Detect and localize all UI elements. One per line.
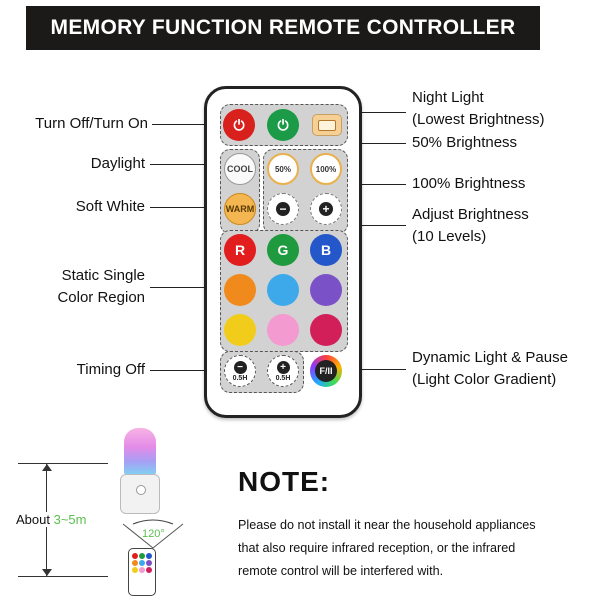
lamp-shade bbox=[124, 428, 156, 476]
leader-dynamic bbox=[346, 369, 406, 370]
warm-button[interactable]: WARM bbox=[224, 193, 256, 225]
label-adjust-line1: Adjust Brightness bbox=[412, 206, 529, 223]
label-static-line1: Static Single bbox=[61, 267, 145, 284]
angle-label: 120° bbox=[142, 528, 165, 540]
page-title: MEMORY FUNCTION REMOTE CONTROLLER bbox=[26, 6, 540, 50]
cool-button[interactable]: COOL bbox=[224, 153, 256, 185]
blue-button[interactable]: B bbox=[310, 234, 342, 266]
label-dynamic-line2: (Light Color Gradient) bbox=[412, 371, 557, 388]
label-static-line2: Color Region bbox=[57, 289, 145, 306]
brightness-up-button[interactable]: + bbox=[310, 193, 342, 225]
color-button-sky[interactable] bbox=[267, 274, 299, 306]
leader-daylight bbox=[150, 164, 222, 165]
label-timing-off: Timing Off bbox=[76, 361, 145, 378]
note-line-1: Please do not install it near the househ… bbox=[238, 518, 536, 532]
label-power: Turn Off/Turn On bbox=[35, 115, 148, 132]
remote-control: ⏻ ⏻ COOL WARM 50% 100% − + R G B − 0.5H … bbox=[204, 86, 362, 418]
distance-label: About 3~5m bbox=[15, 512, 88, 527]
lamp-sensor bbox=[136, 485, 146, 495]
night-light-icon bbox=[318, 119, 336, 131]
arrow-up-icon bbox=[42, 464, 52, 471]
brightness-down-button[interactable]: − bbox=[267, 193, 299, 225]
label-fifty: 50% Brightness bbox=[412, 134, 518, 151]
brightness-100-button[interactable]: 100% bbox=[310, 153, 342, 185]
brightness-50-button[interactable]: 50% bbox=[267, 153, 299, 185]
leader-night bbox=[348, 112, 406, 113]
mini-remote-icon bbox=[128, 548, 156, 596]
label-daylight: Daylight bbox=[90, 155, 145, 172]
plus-icon: + bbox=[319, 202, 333, 216]
power-on-icon: ⏻ bbox=[277, 116, 289, 133]
power-on-button[interactable]: ⏻ bbox=[267, 109, 299, 141]
timer-down-label: 0.5H bbox=[232, 374, 248, 382]
color-button-orange[interactable] bbox=[224, 274, 256, 306]
timer-down-button[interactable]: − 0.5H bbox=[224, 355, 256, 387]
leader-adjust bbox=[346, 225, 406, 226]
red-button[interactable]: R bbox=[224, 234, 256, 266]
distance-top-line bbox=[18, 463, 108, 464]
label-soft-white: Soft White bbox=[75, 198, 145, 215]
timer-up-label: 0.5H bbox=[275, 374, 291, 382]
night-light-button[interactable] bbox=[312, 114, 342, 136]
leader-power bbox=[152, 124, 222, 125]
distance-range: 3~5m bbox=[53, 512, 87, 527]
color-button-purple[interactable] bbox=[310, 274, 342, 306]
minus-icon: − bbox=[233, 360, 247, 374]
leader-timing bbox=[150, 370, 222, 371]
distance-prefix: About bbox=[16, 512, 54, 527]
color-button-magenta[interactable] bbox=[310, 314, 342, 346]
label-night-line2: (Lowest Brightness) bbox=[412, 111, 545, 128]
note-line-2: that also require infrared reception, or… bbox=[238, 541, 516, 555]
leader-soft-white bbox=[150, 207, 222, 208]
note-line-3: remote control will be interfered with. bbox=[238, 564, 444, 578]
note-text: Please do not install it near the househ… bbox=[238, 514, 588, 583]
timer-up-button[interactable]: + 0.5H bbox=[267, 355, 299, 387]
label-night-line1: Night Light bbox=[412, 89, 484, 106]
play-pause-icon: F/II bbox=[315, 360, 337, 382]
label-dynamic-line1: Dynamic Light & Pause bbox=[412, 349, 568, 366]
leader-hundred bbox=[346, 184, 406, 185]
color-button-yellow[interactable] bbox=[224, 314, 256, 346]
dynamic-button[interactable]: F/II bbox=[310, 355, 342, 387]
minus-icon: − bbox=[276, 202, 290, 216]
night-light-lamp bbox=[118, 428, 162, 514]
power-off-button[interactable]: ⏻ bbox=[223, 109, 255, 141]
arrow-down-icon bbox=[42, 569, 52, 576]
green-button[interactable]: G bbox=[267, 234, 299, 266]
lamp-base bbox=[120, 474, 160, 514]
color-button-pink[interactable] bbox=[267, 314, 299, 346]
plus-icon: + bbox=[276, 360, 290, 374]
distance-bottom-line bbox=[18, 576, 108, 577]
label-hundred: 100% Brightness bbox=[412, 175, 526, 192]
label-adjust-line2: (10 Levels) bbox=[412, 228, 487, 245]
power-off-icon: ⏻ bbox=[233, 116, 245, 133]
note-title: NOTE: bbox=[238, 466, 331, 497]
leader-static bbox=[150, 287, 222, 288]
